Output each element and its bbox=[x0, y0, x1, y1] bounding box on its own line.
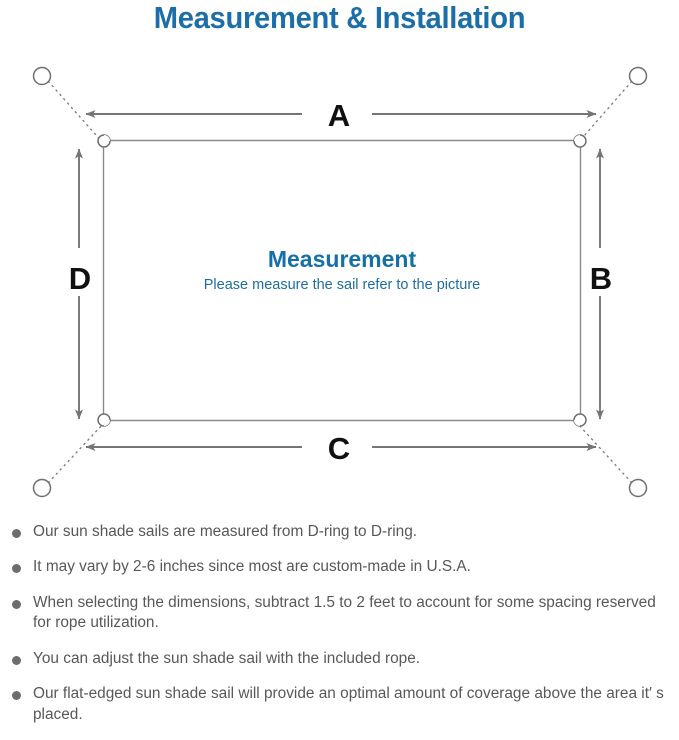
dimension-a-label: A bbox=[328, 98, 350, 133]
bullet-icon bbox=[12, 599, 21, 609]
bullet-icon bbox=[12, 564, 21, 574]
rope-bottom-left bbox=[47, 422, 105, 484]
dimension-a: A bbox=[85, 98, 597, 133]
measurement-diagram: A C D B Measurement Please measure the s… bbox=[0, 46, 679, 516]
note-text: You can adjust the sun shade sail with t… bbox=[33, 649, 421, 667]
sail-body bbox=[102, 139, 582, 422]
dimension-c-label: C bbox=[328, 431, 350, 466]
list-item: When selecting the dimensions, subtract … bbox=[0, 593, 679, 634]
note-text: Our sun shade sails are measured from D-… bbox=[33, 523, 418, 540]
note-text: Our flat-edged sun shade sail will provi… bbox=[33, 685, 664, 723]
list-item: You can adjust the sun shade sail with t… bbox=[0, 649, 679, 669]
dimension-c: C bbox=[85, 431, 597, 466]
dimension-b: B bbox=[590, 148, 612, 420]
rope-top-right bbox=[576, 80, 633, 145]
bullet-icon bbox=[12, 655, 21, 665]
list-item: It may vary by 2-6 inches since most are… bbox=[0, 557, 679, 577]
d-ring-fills bbox=[104, 135, 580, 426]
page-title: Measurement & Installation bbox=[153, 0, 526, 35]
anchor-bottom-right-icon bbox=[628, 478, 648, 498]
anchor-top-right-icon bbox=[628, 66, 648, 86]
list-item: Our flat-edged sun shade sail will provi… bbox=[0, 684, 679, 725]
rope-bottom-right bbox=[576, 422, 633, 484]
bullet-icon bbox=[12, 691, 21, 701]
dimension-b-label: B bbox=[590, 261, 612, 296]
dimension-d-label: D bbox=[69, 261, 91, 296]
rope-lines bbox=[47, 80, 633, 484]
bullet-icon bbox=[12, 529, 21, 538]
anchor-bottom-left-icon bbox=[32, 478, 52, 498]
anchor-top-left-icon bbox=[32, 66, 52, 86]
list-item: Our sun shade sails are measured from D-… bbox=[0, 522, 679, 542]
dimension-d: D bbox=[69, 148, 91, 420]
note-text: It may vary by 2-6 inches since most are… bbox=[33, 558, 471, 576]
note-text: When selecting the dimensions, subtract … bbox=[33, 593, 656, 632]
rope-top-left bbox=[47, 80, 105, 145]
anchor-rings bbox=[32, 66, 648, 498]
notes-list: Our sun shade sails are measured from D-… bbox=[0, 522, 679, 740]
